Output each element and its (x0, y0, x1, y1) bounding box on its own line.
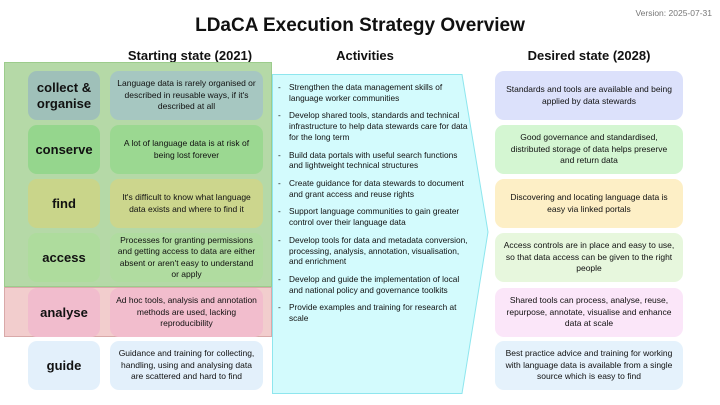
activity-text: Strengthen the data management skills of… (289, 82, 443, 103)
activities-list: -Strengthen the data management skills o… (278, 82, 468, 331)
activity-item: -Strengthen the data management skills o… (278, 82, 468, 104)
activity-text: Provide examples and training for resear… (289, 302, 457, 324)
activity-item: -Provide examples and training for resea… (278, 302, 468, 324)
area-label-find: find (28, 179, 100, 228)
bullet-dash: - (278, 82, 281, 92)
activity-item: -Develop shared tools, standards and tec… (278, 110, 468, 142)
activities-header: Activities (336, 48, 394, 63)
desired-state-description: Discovering and locating language data i… (495, 179, 683, 228)
bullet-dash: - (278, 273, 281, 284)
desired-state-description: Access controls are in place and easy to… (495, 233, 683, 282)
bullet-dash: - (278, 302, 281, 313)
area-label-collect: collect & organise (28, 71, 100, 120)
activity-item: -Develop tools for data and metadata con… (278, 235, 468, 267)
starting-state-description: Language data is rarely organised or des… (110, 71, 263, 120)
starting-state-header: Starting state (2021) (127, 48, 253, 63)
version-label: Version: 2025-07-31 (635, 8, 712, 18)
area-label-conserve: conserve (28, 125, 100, 174)
bullet-dash: - (278, 206, 281, 217)
activity-text: Develop shared tools, standards and tech… (289, 110, 468, 142)
page-title: LDaCA Execution Strategy Overview (195, 15, 525, 36)
activities-arrow-shape (272, 74, 489, 394)
activity-item: -Create guidance for data stewards to do… (278, 178, 468, 200)
desired-state-header: Desired state (2028) (527, 48, 651, 63)
bullet-dash: - (278, 110, 281, 121)
desired-state-description: Standards and tools are available and be… (495, 71, 683, 120)
activity-item: -Develop and guide the implementation of… (278, 274, 468, 296)
bullet-dash: - (278, 177, 281, 188)
activity-text: Build data portals with useful search fu… (289, 149, 458, 171)
desired-state-description: Best practice advice and training for wo… (495, 341, 683, 390)
activity-text: Develop tools for data and metadata conv… (289, 234, 468, 267)
starting-state-description: Ad hoc tools, analysis and annotation me… (110, 288, 263, 337)
starting-state-description: Processes for granting permissions and g… (110, 233, 263, 282)
bullet-dash: - (278, 234, 281, 245)
starting-state-description: Guidance and training for collecting, ha… (110, 341, 263, 390)
activity-text: Support language communities to gain gre… (289, 206, 460, 228)
area-label-guide: guide (28, 341, 100, 390)
starting-state-description: A lot of language data is at risk of bei… (110, 125, 263, 174)
area-label-analyse: analyse (28, 288, 100, 337)
activity-text: Create guidance for data stewards to doc… (289, 177, 464, 199)
area-label-access: access (28, 233, 100, 282)
starting-state-description: It's difficult to know what language dat… (110, 179, 263, 228)
bullet-dash: - (278, 149, 281, 160)
desired-state-description: Good governance and standardised, distri… (495, 125, 683, 174)
desired-state-description: Shared tools can process, analyse, reuse… (495, 288, 683, 337)
activity-text: Develop and guide the implementation of … (289, 273, 460, 295)
activity-item: -Support language communities to gain gr… (278, 206, 468, 228)
activity-item: -Build data portals with useful search f… (278, 150, 468, 172)
